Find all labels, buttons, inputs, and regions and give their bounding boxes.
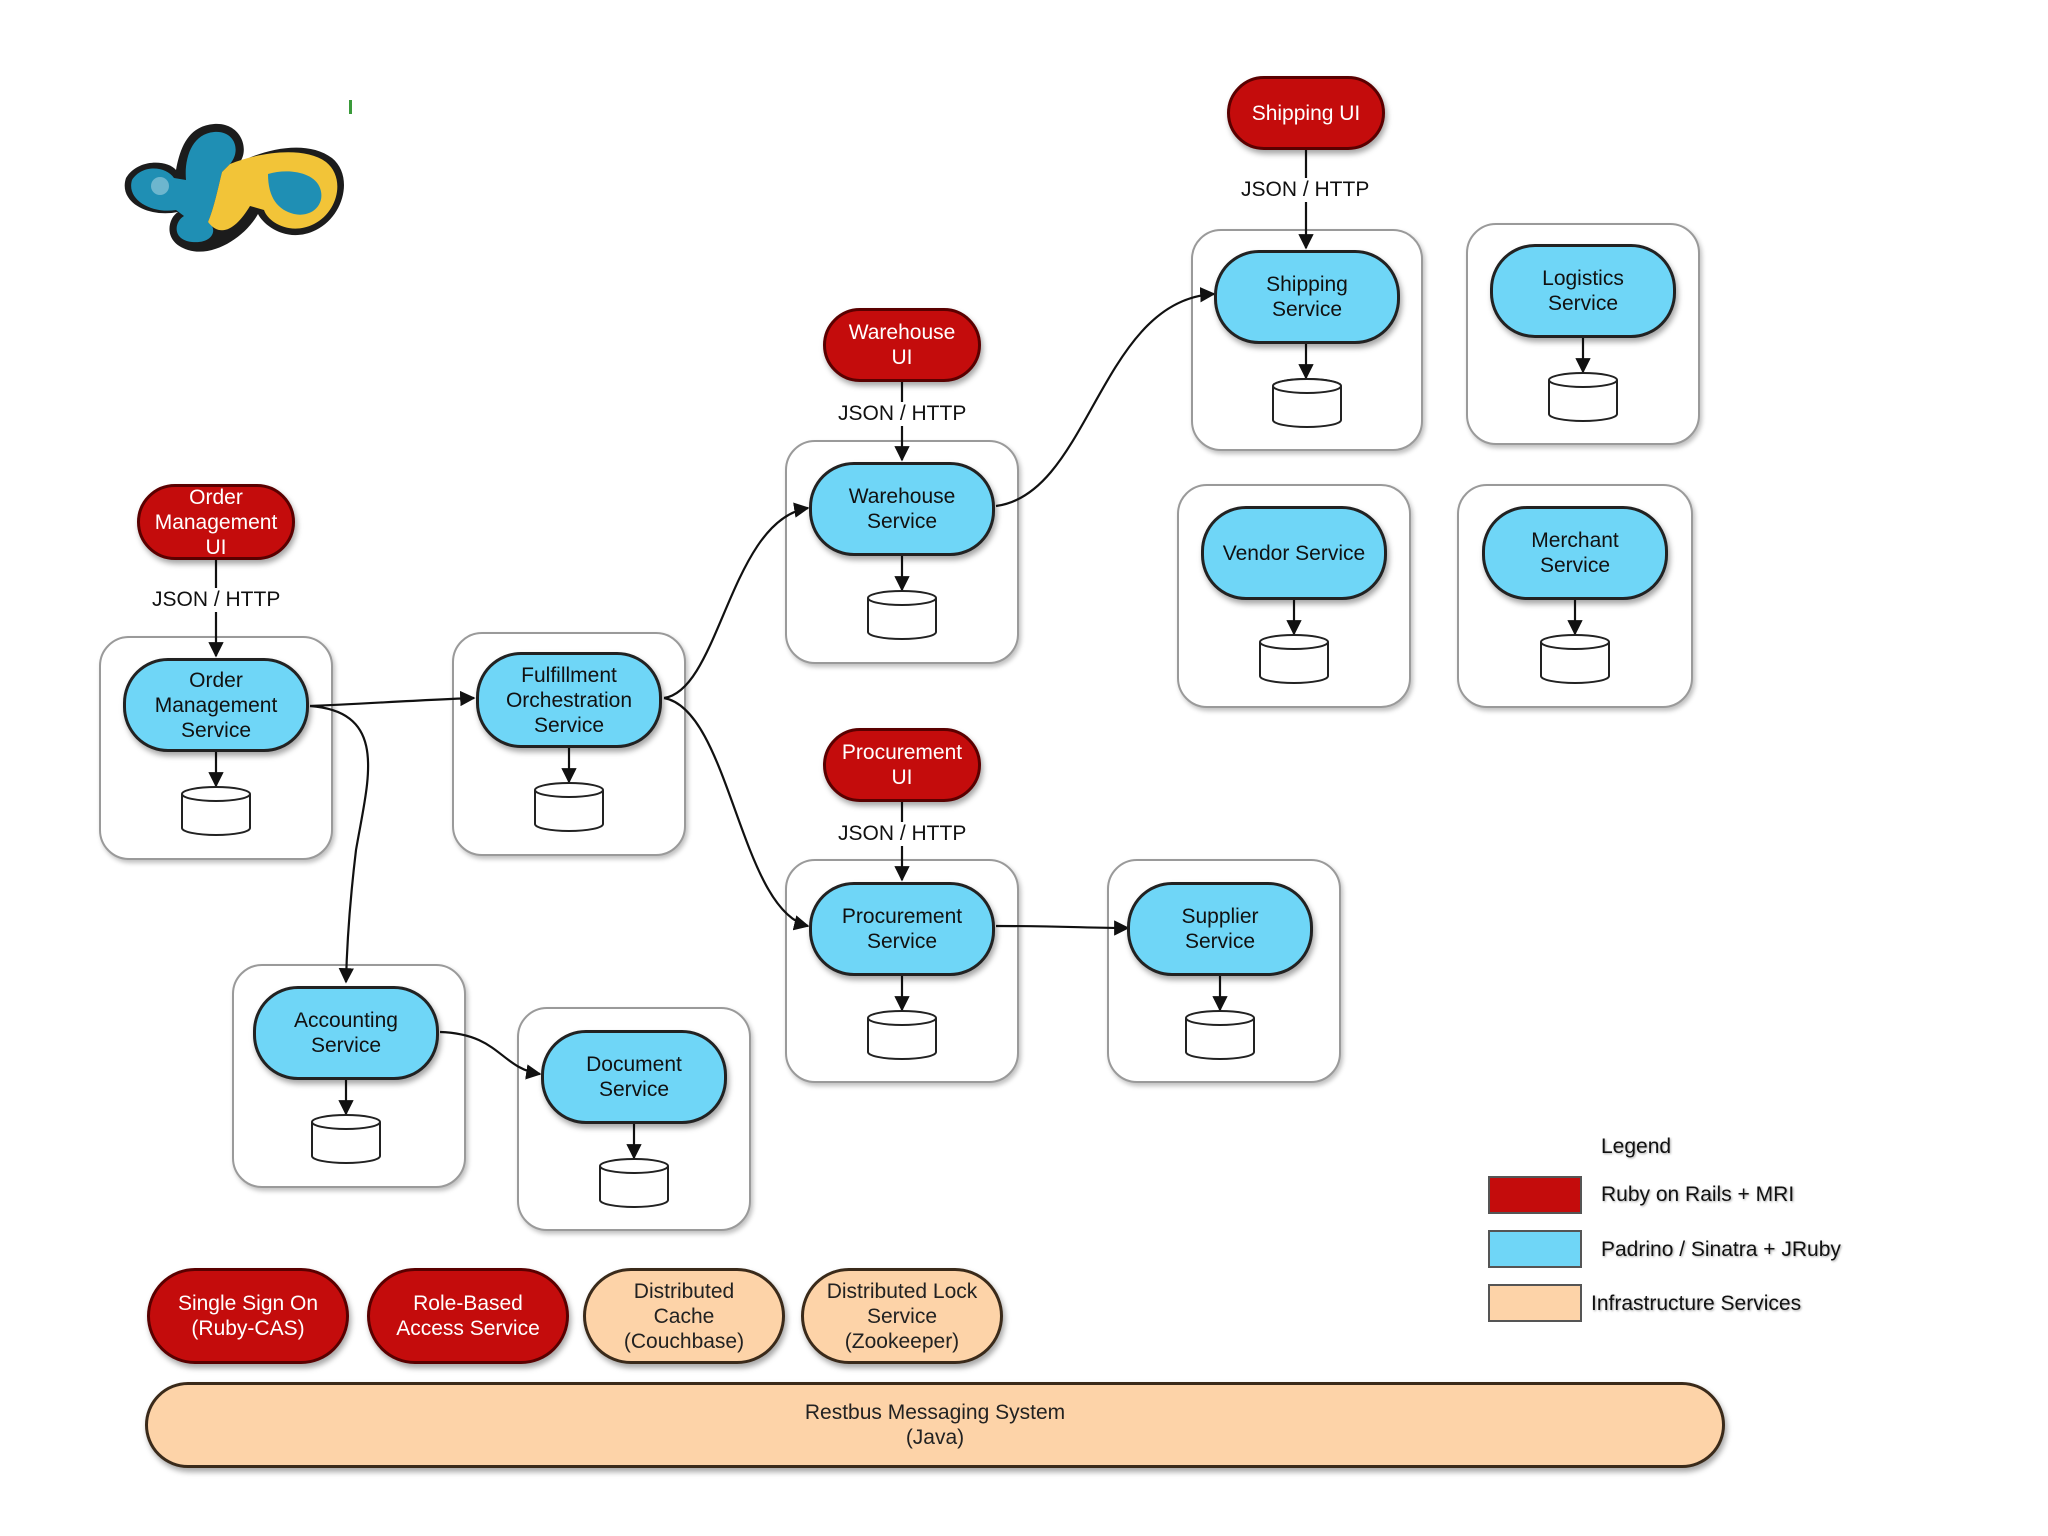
supplier-service-node: Supplier Service	[1127, 882, 1313, 976]
procurement-service-node: Procurement Service	[809, 882, 995, 976]
logo-mark	[349, 100, 352, 114]
rbac-node: Role-Based Access Service	[367, 1268, 569, 1364]
legend-swatch-jruby	[1488, 1230, 1582, 1268]
shipping-service-node: Shipping Service	[1214, 250, 1400, 344]
accounting-service-node: Accounting Service	[253, 986, 439, 1080]
warehouse-protocol-label: JSON / HTTP	[838, 402, 967, 426]
order-mgmt-ui-node: Order Management UI	[137, 484, 295, 560]
legend-swatch-infra	[1488, 1284, 1582, 1322]
procurement-protocol-label: JSON / HTTP	[838, 822, 967, 846]
warehouse-db-icon	[867, 590, 937, 640]
accounting-db-icon	[311, 1114, 381, 1164]
order-mgmt-db-icon	[181, 786, 251, 836]
legend-title: Legend	[1601, 1135, 1672, 1158]
accounting-to-document	[439, 1030, 542, 1080]
fulfillment-to-procurement	[663, 696, 810, 931]
warehouse-to-shipping	[995, 287, 1216, 508]
legend-label-rails: Ruby on Rails + MRI	[1601, 1183, 1795, 1206]
lock-node: Distributed Lock Service (Zookeeper)	[801, 1268, 1003, 1364]
procurement-db-icon	[867, 1010, 937, 1060]
vendor-db-icon	[1259, 634, 1329, 684]
document-service-node: Document Service	[541, 1030, 727, 1124]
fulfillment-service-node: Fulfillment Orchestration Service	[476, 652, 662, 748]
restbus-node: Restbus Messaging System (Java)	[145, 1382, 1725, 1468]
shipping-ui-node: Shipping UI	[1227, 76, 1385, 150]
legend-label-jruby: Padrino / Sinatra + JRuby	[1601, 1238, 1841, 1261]
fulfillment-to-warehouse	[663, 502, 810, 700]
merchant-db-icon	[1540, 634, 1610, 684]
logistics-db-icon	[1548, 372, 1618, 422]
shipping-protocol-label: JSON / HTTP	[1241, 178, 1370, 202]
merchant-service-node: Merchant Service	[1482, 506, 1668, 600]
supplier-db-icon	[1185, 1010, 1255, 1060]
order-protocol-label: JSON / HTTP	[152, 588, 281, 612]
order-to-accounting	[309, 704, 370, 984]
logistics-service-node: Logistics Service	[1490, 244, 1676, 338]
sso-node: Single Sign On (Ruby-CAS)	[147, 1268, 349, 1364]
fulfillment-db-icon	[534, 782, 604, 832]
legend-swatch-rails	[1488, 1176, 1582, 1214]
vendor-service-node: Vendor Service	[1201, 506, 1387, 600]
procurement-ui-node: Procurement UI	[823, 728, 981, 802]
procurement-to-supplier	[995, 920, 1130, 936]
legend-label-infra: Infrastructure Services	[1591, 1292, 1802, 1315]
puzzle-logo-icon	[124, 123, 344, 252]
order-mgmt-service-node: Order Management Service	[123, 658, 309, 752]
shipping-db-icon	[1272, 378, 1342, 428]
cache-node: Distributed Cache (Couchbase)	[583, 1268, 785, 1364]
warehouse-service-node: Warehouse Service	[809, 462, 995, 556]
document-db-icon	[599, 1158, 669, 1208]
warehouse-ui-node: Warehouse UI	[823, 308, 981, 382]
order-to-fulfillment	[309, 690, 476, 708]
